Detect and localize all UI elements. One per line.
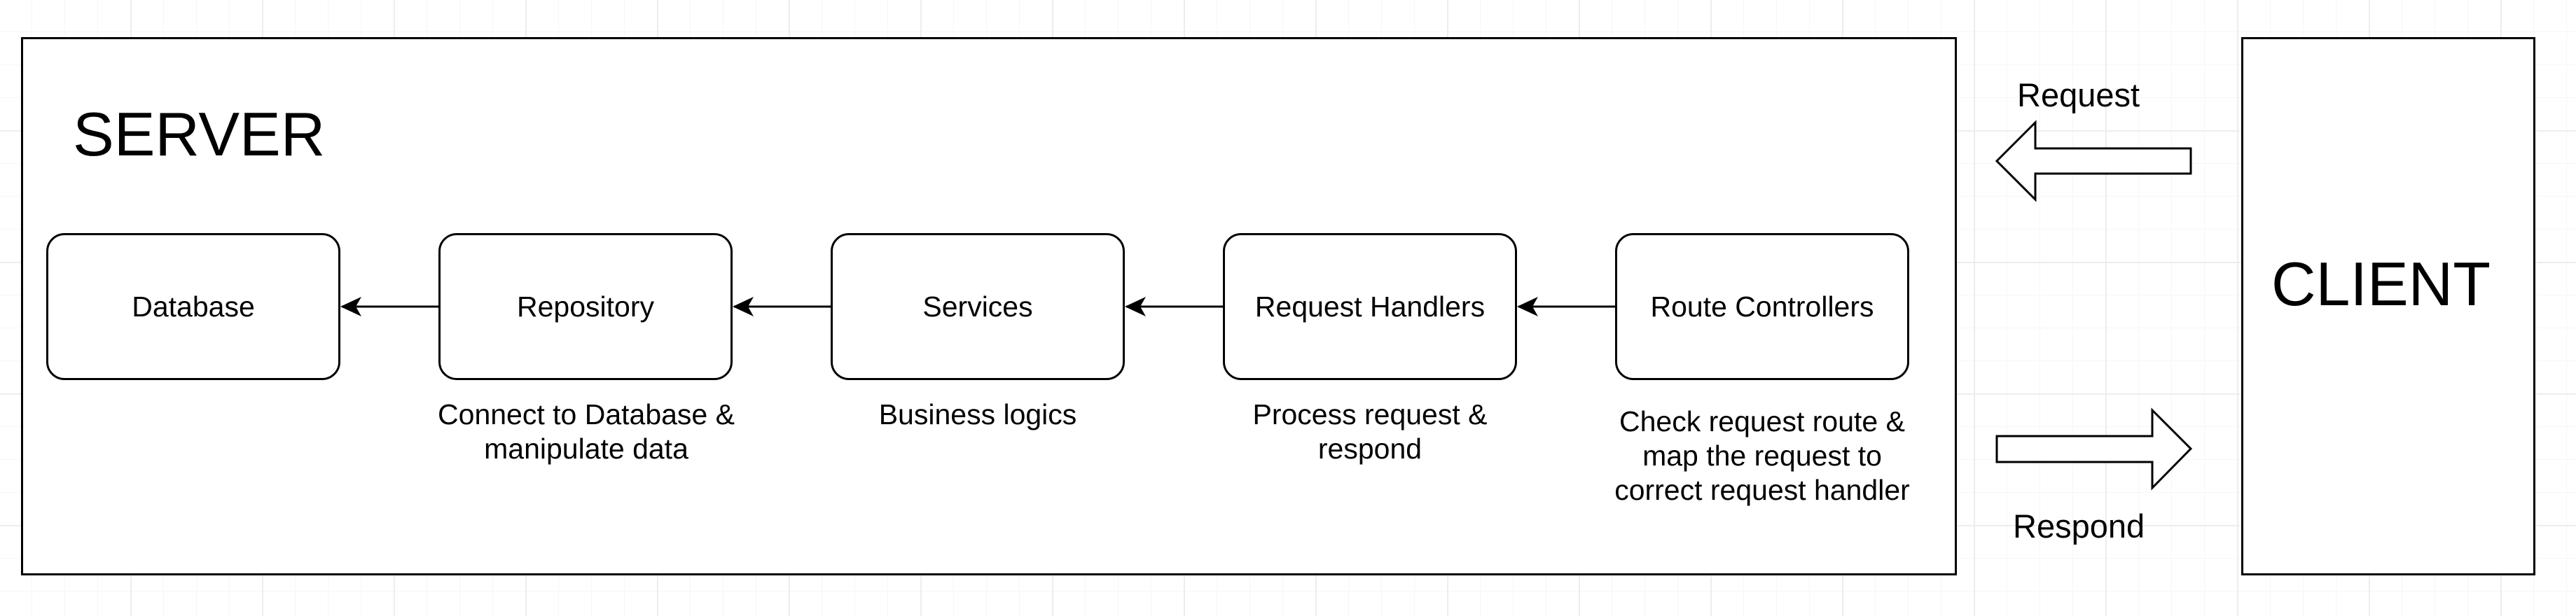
- repository-node[interactable]: Repository: [438, 233, 733, 380]
- services-node-label: Services: [922, 290, 1033, 323]
- request-block-arrow: [1995, 120, 2192, 202]
- route-controllers-node-label: Route Controllers: [1650, 290, 1874, 323]
- server-title: SERVER: [73, 99, 326, 169]
- request-handlers-description: Process request & respond: [1252, 398, 1488, 465]
- route-controllers-description: Check request route & map the request to…: [1614, 405, 1910, 506]
- arrowhead-handlers-to-services: [1125, 297, 1146, 316]
- database-node[interactable]: Database: [46, 233, 340, 380]
- respond-label: Respond: [2013, 507, 2145, 545]
- client-container: [2241, 37, 2535, 575]
- repository-node-label: Repository: [517, 290, 654, 323]
- request-handlers-node[interactable]: Request Handlers: [1223, 233, 1517, 380]
- client-title: CLIENT: [2271, 249, 2491, 318]
- repository-description: Connect to Database & manipulate data: [438, 398, 735, 465]
- request-handlers-node-label: Request Handlers: [1254, 290, 1486, 323]
- arrowhead-services-to-repository: [733, 297, 754, 316]
- arrowhead-repository-to-database: [340, 297, 361, 316]
- request-label: Request: [2017, 76, 2140, 113]
- services-node[interactable]: Services: [831, 233, 1125, 380]
- services-description: Business logics: [878, 398, 1077, 430]
- database-node-label: Database: [132, 290, 255, 323]
- arrowhead-route-to-handlers: [1517, 297, 1538, 316]
- respond-block-arrow: [1995, 407, 2193, 491]
- route-controllers-node[interactable]: Route Controllers: [1615, 233, 1909, 380]
